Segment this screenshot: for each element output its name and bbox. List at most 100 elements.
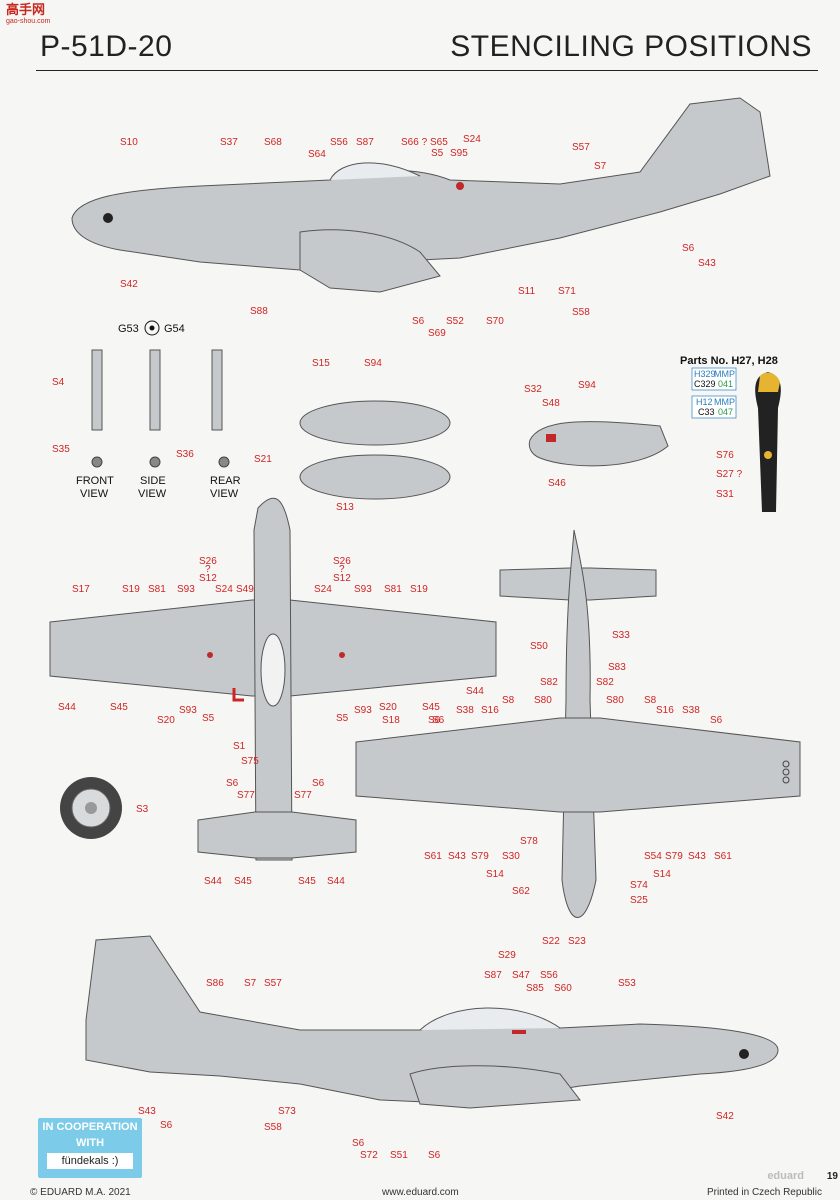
label: S6 xyxy=(412,316,425,327)
label: S79 xyxy=(471,851,489,862)
svg-text:H12: H12 xyxy=(696,397,713,407)
label: S44 xyxy=(466,686,484,697)
eduard-brand-mark: eduard xyxy=(767,1170,804,1182)
side-profile-bottom xyxy=(85,935,779,1109)
label: S13 xyxy=(336,502,354,513)
label-group-landing-gear: G53 G54 S4 S35 S36 S21 FRONT VIEW SIDE V… xyxy=(52,323,272,500)
label: S21 xyxy=(254,454,272,465)
propeller-blade xyxy=(755,372,781,512)
label: S27 ? xyxy=(716,469,743,480)
label: S74 xyxy=(630,880,648,891)
label: S46 xyxy=(548,478,566,489)
label-group-side-bottom: S29 S86 S7 S57 S87 S47 S56 S85 S60 S53 S… xyxy=(138,950,734,1161)
main-wheel xyxy=(60,777,122,839)
label: S44 xyxy=(327,876,345,887)
label: S72 xyxy=(360,1150,378,1161)
label: S87 xyxy=(356,137,374,148)
label: S1 xyxy=(233,741,246,752)
header-rule xyxy=(36,70,818,71)
label: G53 xyxy=(118,323,139,335)
label: S8 xyxy=(644,695,657,706)
label-group-bottom-view: S33 S50 S83 S82 S82 S80 S80 S8 S16 S38 S… xyxy=(424,630,732,947)
label: S61 xyxy=(424,851,442,862)
label: S6 xyxy=(432,715,445,726)
label: S18 xyxy=(382,715,400,726)
label: S43 xyxy=(448,851,466,862)
label: S37 xyxy=(220,137,238,148)
label: S64 xyxy=(308,149,326,160)
label: S16 xyxy=(481,705,499,716)
svg-text:047: 047 xyxy=(718,407,733,417)
label: S16 xyxy=(656,705,674,716)
label: S20 xyxy=(157,715,175,726)
label: S33 xyxy=(612,630,630,641)
label: S79 xyxy=(665,851,683,862)
label: S29 xyxy=(498,950,516,961)
label: S81 xyxy=(384,584,402,595)
website: www.eduard.com xyxy=(382,1187,459,1198)
label: S49 xyxy=(236,584,254,595)
label: S11 xyxy=(518,286,535,297)
model-title: P-51D-20 xyxy=(40,30,173,63)
label: S88 xyxy=(250,306,268,317)
label: S30 xyxy=(502,851,520,862)
label: S77 xyxy=(237,790,255,801)
label: S5 xyxy=(431,148,444,159)
side-profile-top xyxy=(71,97,771,293)
svg-text:C33: C33 xyxy=(698,407,715,417)
svg-text:MMP: MMP xyxy=(714,397,735,407)
label: S10 xyxy=(120,137,138,148)
label: S25 xyxy=(630,895,648,906)
label: S71 xyxy=(558,286,576,297)
label: S60 xyxy=(554,983,572,994)
label: S15 xyxy=(312,358,330,369)
label: S14 xyxy=(653,869,671,880)
label: S22 xyxy=(542,936,560,947)
label: S50 xyxy=(530,641,548,652)
drop-tanks xyxy=(299,400,669,500)
label: S65 xyxy=(430,137,448,148)
bottom-view-aircraft xyxy=(355,529,801,918)
label: S62 xyxy=(512,886,530,897)
label: S6 xyxy=(682,243,695,254)
label: S24 xyxy=(463,134,481,145)
label: S7 xyxy=(244,978,257,989)
label: S26 xyxy=(333,556,351,567)
label: ? xyxy=(339,564,345,575)
label: S44 xyxy=(204,876,222,887)
label: S58 xyxy=(264,1122,282,1133)
label: S43 xyxy=(698,258,716,269)
label: S19 xyxy=(410,584,428,595)
label: S54 xyxy=(644,851,662,862)
svg-text:MMP: MMP xyxy=(714,369,735,379)
label: S20 xyxy=(379,702,397,713)
label: S38 xyxy=(456,705,474,716)
label: S53 xyxy=(618,978,636,989)
label: S57 xyxy=(264,978,282,989)
section-title: STENCILING POSITIONS xyxy=(450,30,812,63)
svg-text:C329: C329 xyxy=(694,379,716,389)
label: S8 xyxy=(502,695,515,706)
label: S42 xyxy=(120,279,138,290)
label: S93 xyxy=(354,584,372,595)
label-group-side-top: S10 S37 S68 S56 S87 S66 ? S65 S24 S5 S95… xyxy=(120,134,716,339)
label: S42 xyxy=(716,1111,734,1122)
paint-ref-2: H12 MMP C33 047 xyxy=(691,395,737,419)
label: S14 xyxy=(486,869,504,880)
label-group-propeller: Parts No. H27, H28 S76 S27 ? S31 H329 MM… xyxy=(680,355,778,500)
svg-text:H329: H329 xyxy=(694,369,716,379)
label: S38 xyxy=(682,705,700,716)
label: S69 xyxy=(428,328,446,339)
label: S36 xyxy=(176,449,194,460)
label: S52 xyxy=(446,316,464,327)
label: S80 xyxy=(606,695,624,706)
label: S44 xyxy=(58,702,76,713)
label: S6 xyxy=(428,1150,441,1161)
label: S35 xyxy=(52,444,70,455)
label: S45 xyxy=(234,876,252,887)
label: S7 xyxy=(594,161,607,172)
label-group-top-view: S17 S19 S81 S93 S12 S26 ? S24 S49 S26 ? … xyxy=(58,556,484,887)
label: VIEW xyxy=(80,488,109,500)
label: S6 xyxy=(352,1138,365,1149)
